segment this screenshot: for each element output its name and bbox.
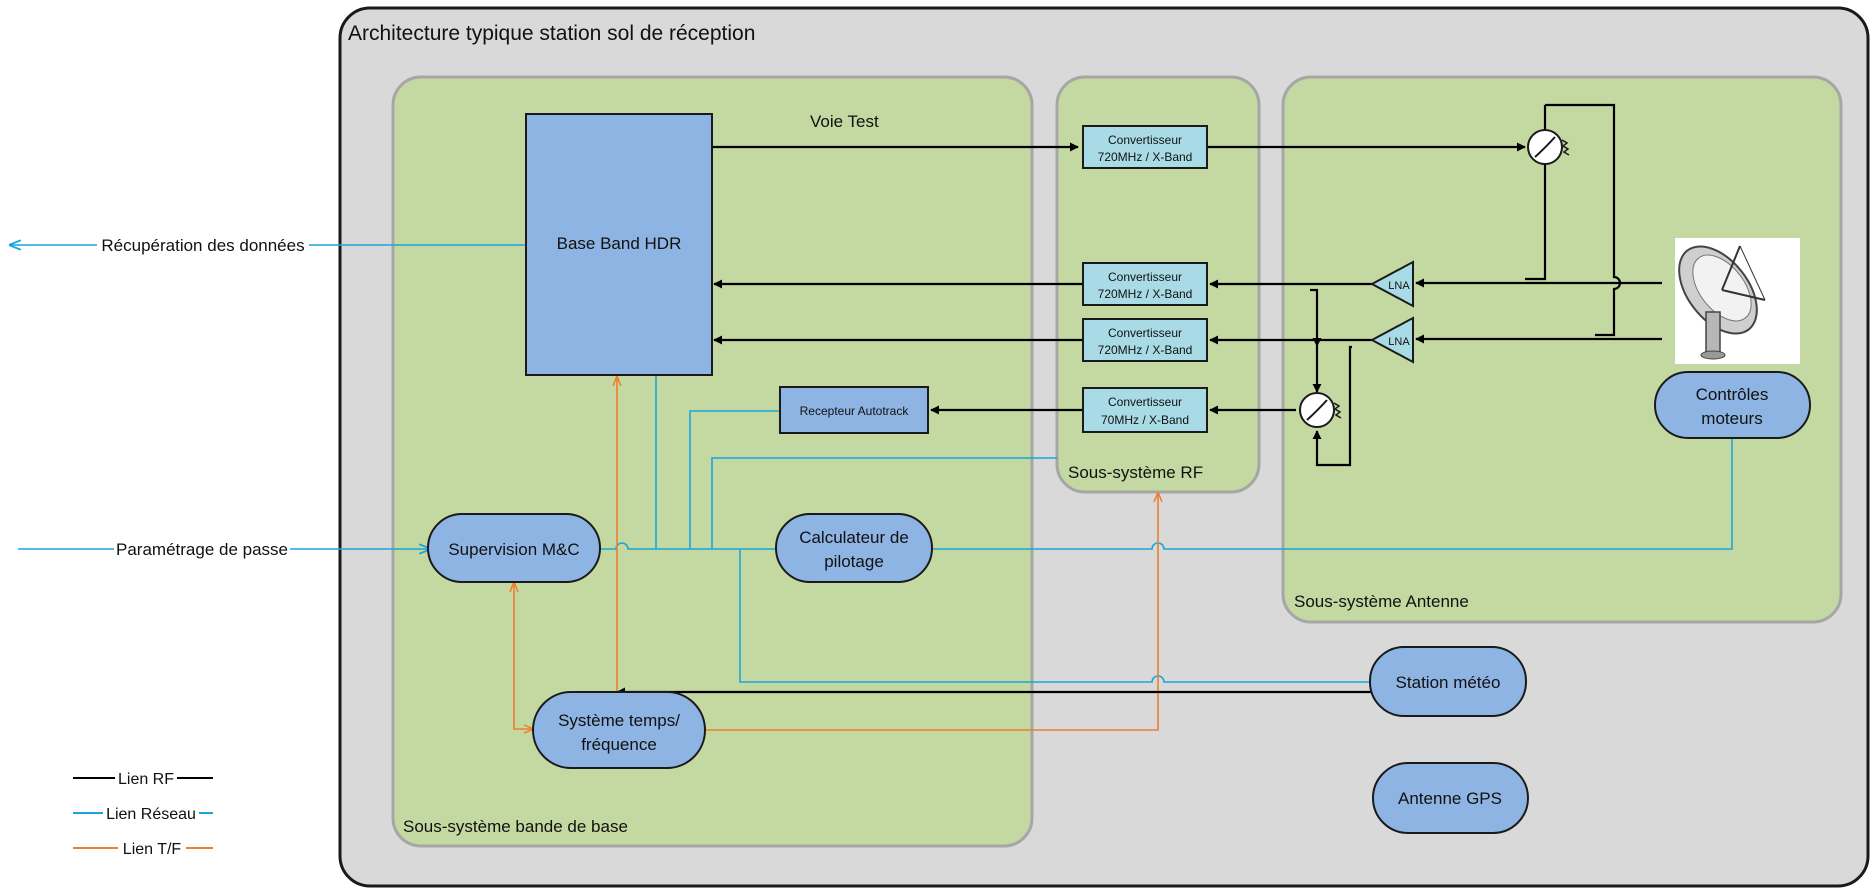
tf-links <box>514 377 1158 730</box>
converter-720-uplink: Convertisseur 720MHz / X-Band <box>1082 125 1208 169</box>
lna-amplifier-2: LNA <box>1369 316 1414 364</box>
coupler-icon <box>1299 392 1342 428</box>
svg-text:Station météo: Station météo <box>1396 673 1501 692</box>
label-recuperation: Récupération des données <box>97 234 309 256</box>
svg-text:Calculateur de: Calculateur de <box>799 528 909 547</box>
svg-text:LNA: LNA <box>1388 336 1410 348</box>
converter-70: Convertisseur 70MHz / X-Band <box>1082 387 1208 433</box>
svg-text:Convertisseur: Convertisseur <box>1108 326 1182 340</box>
svg-text:Antenne GPS: Antenne GPS <box>1398 789 1502 808</box>
svg-text:moteurs: moteurs <box>1701 409 1762 428</box>
svg-text:Paramétrage de passe: Paramétrage de passe <box>116 540 288 559</box>
subsystem-antenna <box>1281 75 1843 624</box>
satellite-dish-icon <box>1675 238 1800 364</box>
legend: Lien RF Lien Réseau Lien T/F <box>73 767 213 859</box>
svg-text:720MHz / X-Band: 720MHz / X-Band <box>1098 150 1193 164</box>
legend-tf: Lien T/F <box>73 837 213 859</box>
svg-text:Recepteur Autotrack: Recepteur Autotrack <box>800 404 910 418</box>
subsystem-antenna-label: Sous-système Antenne <box>1294 592 1469 611</box>
voie-test-label: Voie Test <box>810 112 879 131</box>
svg-text:720MHz / X-Band: 720MHz / X-Band <box>1098 343 1193 357</box>
coupler-icon <box>1527 129 1570 165</box>
svg-text:fréquence: fréquence <box>581 735 657 754</box>
legend-rf: Lien RF <box>73 767 213 789</box>
svg-text:Convertisseur: Convertisseur <box>1108 395 1182 409</box>
subsystem-baseband-label: Sous-système bande de base <box>403 817 628 836</box>
block-station-meteo: Station météo <box>1369 646 1527 717</box>
block-calculateur-pilotage: Calculateur de pilotage <box>775 513 933 583</box>
block-antenne-gps: Antenne GPS <box>1372 762 1529 834</box>
converter-720-a: Convertisseur 720MHz / X-Band <box>1082 262 1208 306</box>
svg-text:Convertisseur: Convertisseur <box>1108 133 1182 147</box>
frame-title: Architecture typique station sol de réce… <box>348 22 755 45</box>
svg-text:Lien T/F: Lien T/F <box>123 841 182 858</box>
label-parametrage: Paramétrage de passe <box>114 538 290 560</box>
subsystem-rf-label: Sous-système RF <box>1068 463 1203 482</box>
svg-text:Récupération des données: Récupération des données <box>101 236 304 255</box>
amplifier-triangle-icon <box>1369 260 1414 308</box>
lna-amplifier-1: LNA <box>1369 260 1414 308</box>
converter-720-b: Convertisseur 720MHz / X-Band <box>1082 318 1208 362</box>
svg-text:Lien RF: Lien RF <box>118 771 174 788</box>
block-systeme-temps-frequence: Système temps/ fréquence <box>532 691 706 769</box>
svg-text:pilotage: pilotage <box>824 552 884 571</box>
legend-reseau: Lien Réseau <box>73 802 213 824</box>
svg-text:Contrôles: Contrôles <box>1696 385 1769 404</box>
block-controle-moteurs: Contrôles moteurs <box>1654 371 1811 439</box>
svg-text:Système temps/: Système temps/ <box>558 711 680 730</box>
svg-text:70MHz / X-Band: 70MHz / X-Band <box>1101 413 1189 427</box>
svg-text:LNA: LNA <box>1388 280 1410 292</box>
svg-text:Base Band HDR: Base Band HDR <box>557 234 682 253</box>
svg-text:Supervision M&C: Supervision M&C <box>448 540 579 559</box>
amplifier-triangle-icon <box>1369 316 1414 364</box>
block-supervision-mc: Supervision M&C <box>427 513 601 583</box>
svg-text:Lien Réseau: Lien Réseau <box>106 806 196 823</box>
autotrack-receiver: Recepteur Autotrack <box>779 386 929 434</box>
svg-text:720MHz / X-Band: 720MHz / X-Band <box>1098 287 1193 301</box>
svg-text:Convertisseur: Convertisseur <box>1108 270 1182 284</box>
block-base-band-hdr: Base Band HDR <box>525 113 713 376</box>
